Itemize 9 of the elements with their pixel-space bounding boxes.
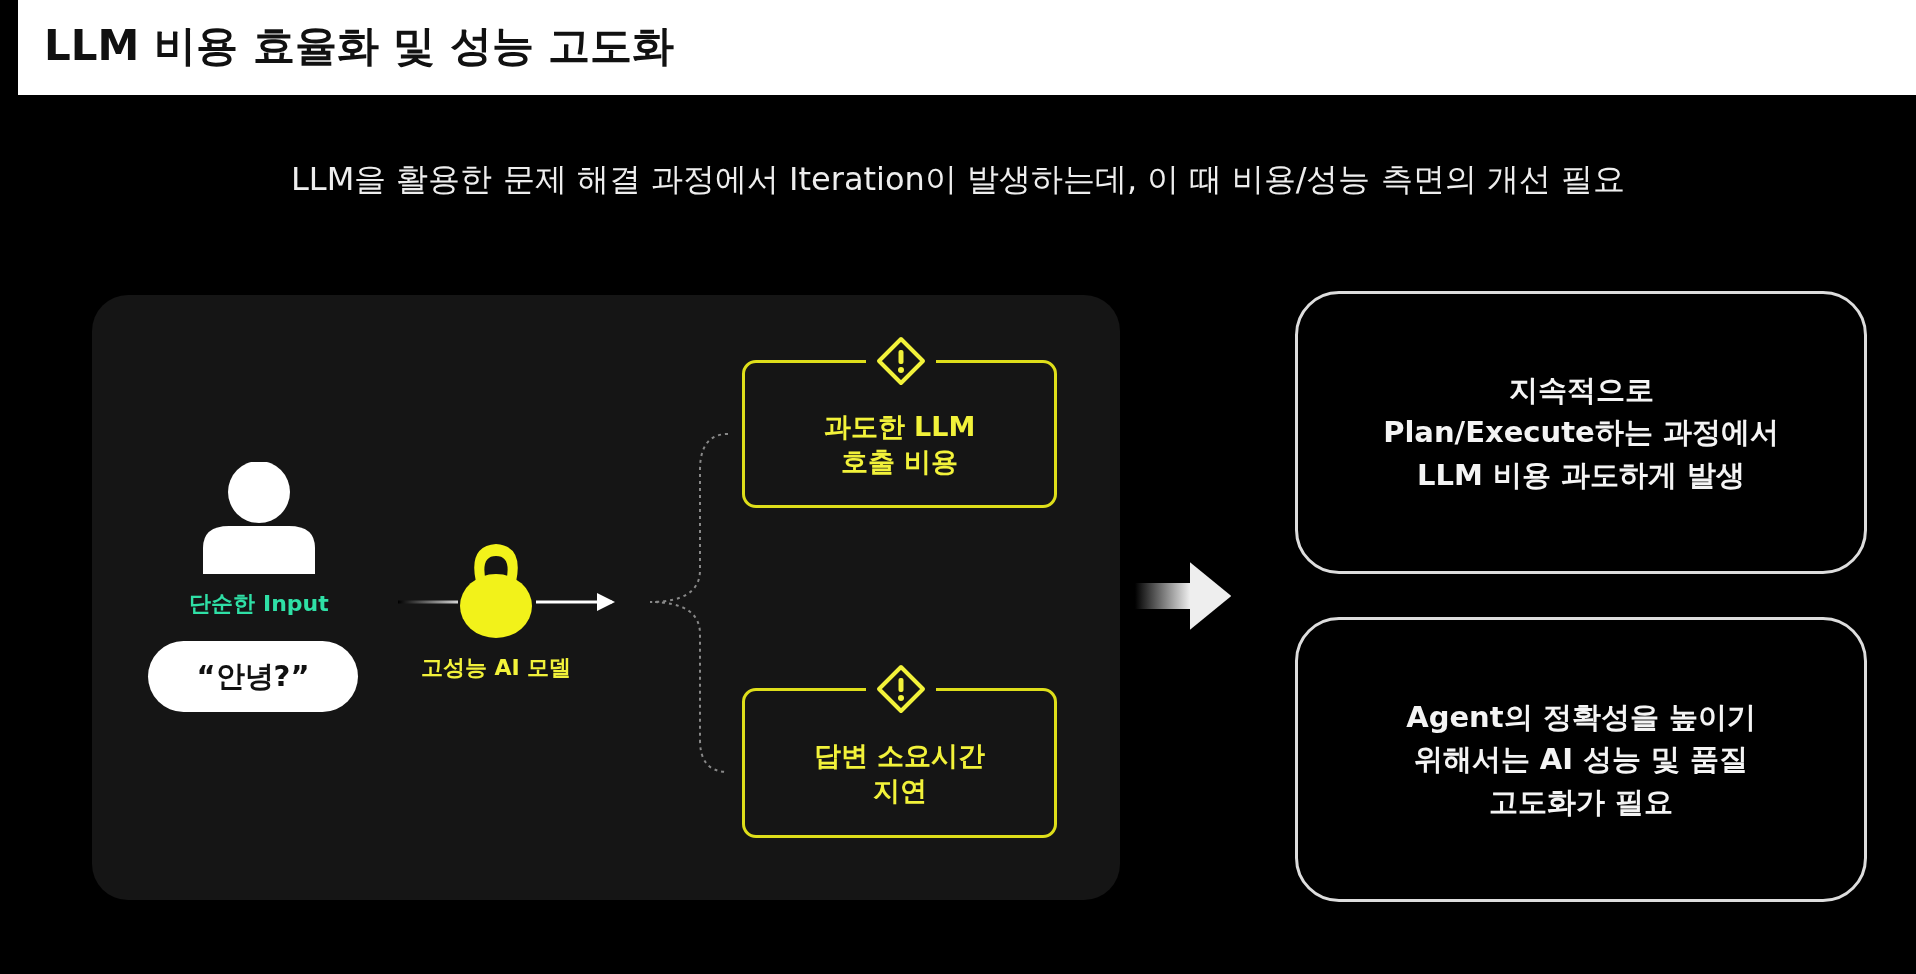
result-box: 지속적으로 Plan/Execute하는 과정에서 LLM 비용 과도하게 발생: [1295, 291, 1867, 574]
node-caption: 고성능 AI 모델: [419, 654, 573, 682]
title: LLM 비용 효율화 및 성능 고도화: [44, 20, 675, 72]
panel-background: [92, 295, 1120, 900]
speech-pill: “안녕?”: [148, 641, 358, 712]
result-box: Agent의 정확성을 높이기 위해서는 AI 성능 및 품질 고도화가 필요: [1295, 617, 1867, 902]
node-caption: 단순한 Input: [188, 590, 330, 618]
arrow: [536, 593, 615, 611]
subtitle: LLM을 활용한 문제 해결 과정에서 Iteration이 발생하는데, 이 때 비용/성능 측면의 개선 필요: [290, 159, 1626, 200]
